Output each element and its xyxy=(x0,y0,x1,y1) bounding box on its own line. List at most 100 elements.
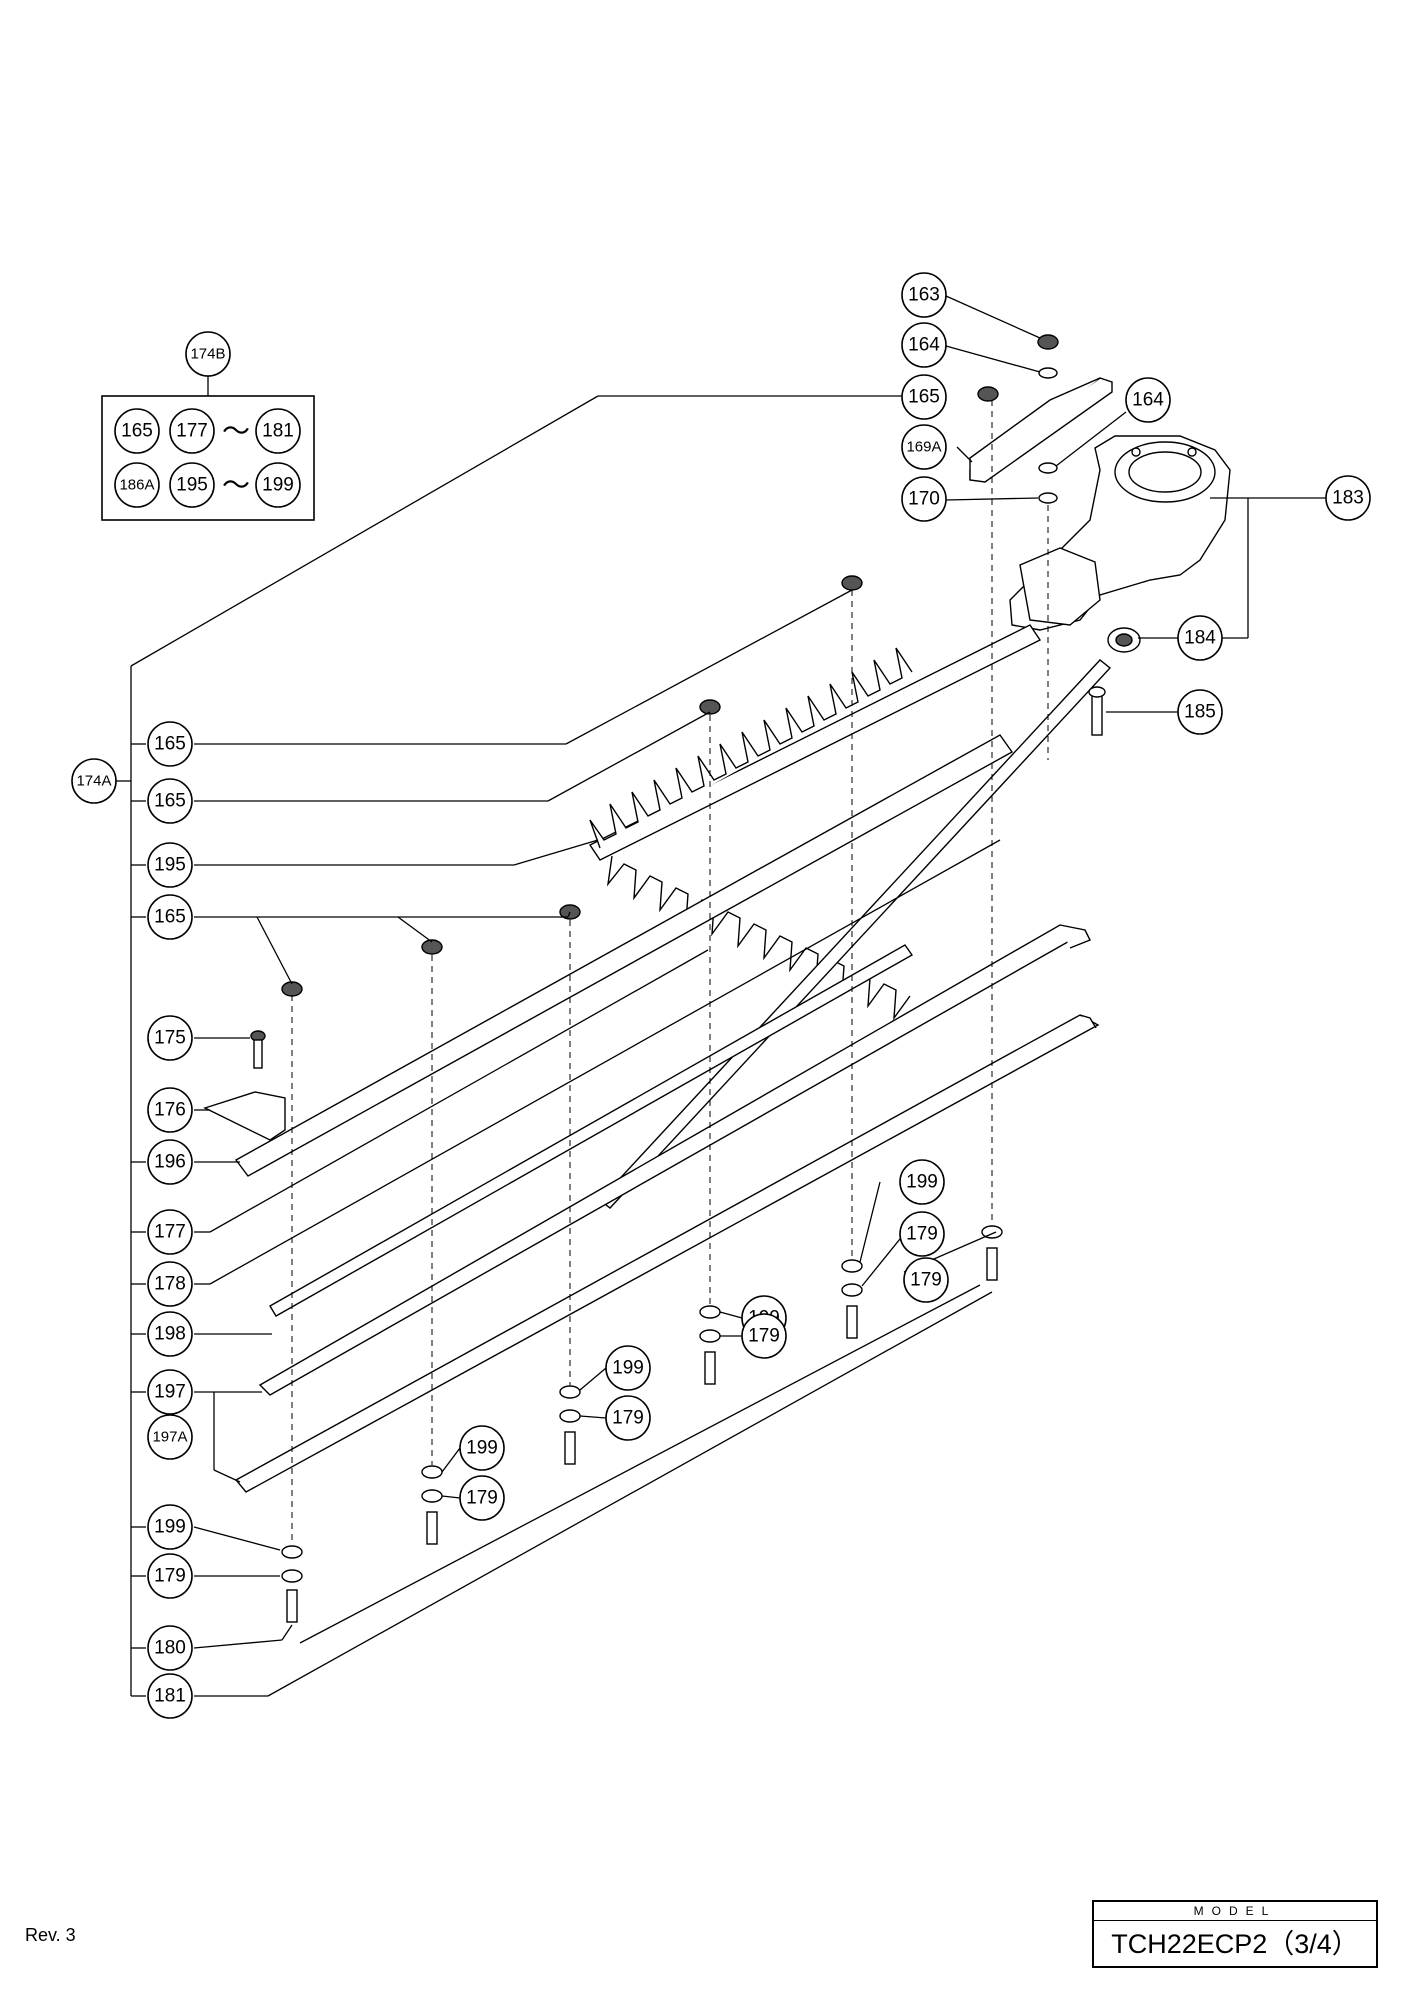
nut-165-top xyxy=(977,386,999,402)
callout-185: 185 xyxy=(1177,689,1223,735)
svg-text:196: 196 xyxy=(154,1152,186,1173)
nut-165-a xyxy=(841,575,863,591)
callout-178: 178 xyxy=(147,1261,193,1307)
kit-item-181: 181 xyxy=(255,408,301,454)
nut-163 xyxy=(1037,334,1059,350)
callout-199-n: 199 xyxy=(605,1345,651,1391)
svg-text:179: 179 xyxy=(910,1270,942,1291)
svg-text:180: 180 xyxy=(154,1638,186,1659)
svg-text:186A: 186A xyxy=(119,477,154,494)
callout-197: 197 xyxy=(147,1369,193,1415)
guide-bar-177 xyxy=(598,659,1112,1209)
left-leader-lines xyxy=(193,589,1001,1697)
kit-item-177: 177 xyxy=(169,408,215,454)
washer-199-bottom-left xyxy=(281,1545,303,1559)
svg-text:176: 176 xyxy=(154,1100,186,1121)
callout-175: 175 xyxy=(147,1015,193,1061)
svg-text:170: 170 xyxy=(908,489,940,510)
svg-text:198: 198 xyxy=(154,1324,186,1345)
kit-header-callout: 174B xyxy=(185,331,231,377)
svg-text:177: 177 xyxy=(154,1222,186,1243)
kit-range-symbol-1: ～ xyxy=(222,415,250,448)
callout-163: 163 xyxy=(901,272,947,318)
svg-text:197A: 197A xyxy=(152,1429,187,1446)
callout-199-p: 199 xyxy=(459,1425,505,1471)
callout-179-r1: 179 xyxy=(899,1211,945,1257)
washer-179-c xyxy=(559,1409,581,1423)
svg-text:164: 164 xyxy=(908,335,940,356)
bolt-180-d xyxy=(704,1351,716,1385)
callout-170: 170 xyxy=(901,476,947,522)
washer-199-c xyxy=(559,1385,581,1399)
kit-range-symbol-2: ～ xyxy=(222,469,250,502)
kit-box-174b: 174B 165 177 ～ 181 186A 195 ～ 199 xyxy=(101,331,315,521)
callout-169a: 169A xyxy=(901,424,947,470)
svg-text:181: 181 xyxy=(262,421,294,442)
callout-184: 184 xyxy=(1177,615,1223,661)
svg-text:185: 185 xyxy=(1184,702,1216,723)
nut-165-e xyxy=(281,981,303,997)
bearing-184 xyxy=(1107,627,1141,653)
bar-198 xyxy=(269,944,914,1317)
svg-text:195: 195 xyxy=(154,855,186,876)
washer-179-e xyxy=(841,1283,863,1297)
kit-item-195: 195 xyxy=(169,462,215,508)
callout-199-left: 199 xyxy=(147,1504,193,1550)
washer-199-b xyxy=(421,1465,443,1479)
washer-179-d xyxy=(699,1329,721,1343)
model-box: MODEL TCH22ECP2（3/4） xyxy=(1092,1900,1378,1968)
callout-165-left-2: 165 xyxy=(147,778,193,824)
callout-165-top: 165 xyxy=(901,374,947,420)
bolt-180-f xyxy=(986,1247,998,1281)
callout-198: 198 xyxy=(147,1311,193,1357)
svg-text:165: 165 xyxy=(154,734,186,755)
svg-text:197: 197 xyxy=(154,1382,186,1403)
svg-text:165: 165 xyxy=(154,791,186,812)
svg-text:181: 181 xyxy=(154,1686,186,1707)
svg-text:179: 179 xyxy=(906,1224,938,1245)
callout-164-top: 164 xyxy=(901,322,947,368)
bolt-175 xyxy=(250,1030,266,1069)
svg-text:177: 177 xyxy=(176,421,208,442)
svg-text:179: 179 xyxy=(466,1488,498,1509)
kit-header-label: 174B xyxy=(190,346,225,363)
callout-176: 176 xyxy=(147,1087,193,1133)
callout-196: 196 xyxy=(147,1139,193,1185)
svg-text:178: 178 xyxy=(154,1274,186,1295)
callout-199-r1: 199 xyxy=(899,1159,945,1205)
kit-item-186a: 186A xyxy=(114,462,160,508)
washer-170 xyxy=(1038,492,1058,504)
washer-199-d xyxy=(699,1305,721,1319)
washer-179-bottom-left xyxy=(281,1569,303,1583)
lower-blade-197a xyxy=(234,1014,1100,1493)
gear-case-183 xyxy=(1009,435,1231,631)
revision-label: Rev. 3 xyxy=(25,1925,76,1945)
washer-179-b xyxy=(421,1489,443,1503)
svg-text:165: 165 xyxy=(154,907,186,928)
callout-174a: 174A xyxy=(71,758,117,804)
bolt-185 xyxy=(1088,686,1106,736)
right-leader-lines xyxy=(441,295,1326,1499)
nut-165-b xyxy=(699,699,721,715)
callout-195: 195 xyxy=(147,842,193,888)
svg-text:179: 179 xyxy=(154,1566,186,1587)
washer-179-f xyxy=(981,1225,1003,1239)
kit-item-199: 199 xyxy=(255,462,301,508)
callout-165-left-3: 165 xyxy=(147,894,193,940)
washer-164b xyxy=(1038,462,1058,474)
callout-179-r2: 179 xyxy=(903,1257,949,1303)
svg-text:184: 184 xyxy=(1184,628,1216,649)
bolt-180-e xyxy=(846,1305,858,1339)
svg-text:165: 165 xyxy=(908,387,940,408)
callout-164-right: 164 xyxy=(1125,377,1171,423)
washer-199-e xyxy=(841,1259,863,1273)
blade-176 xyxy=(203,1091,286,1141)
kit-item-165: 165 xyxy=(114,408,160,454)
svg-text:199: 199 xyxy=(906,1172,938,1193)
callout-179-left: 179 xyxy=(147,1553,193,1599)
bar-196 xyxy=(234,734,1014,1177)
lower-blade-197 xyxy=(258,924,1091,1396)
svg-text:163: 163 xyxy=(908,285,940,306)
svg-text:179: 179 xyxy=(748,1326,780,1347)
